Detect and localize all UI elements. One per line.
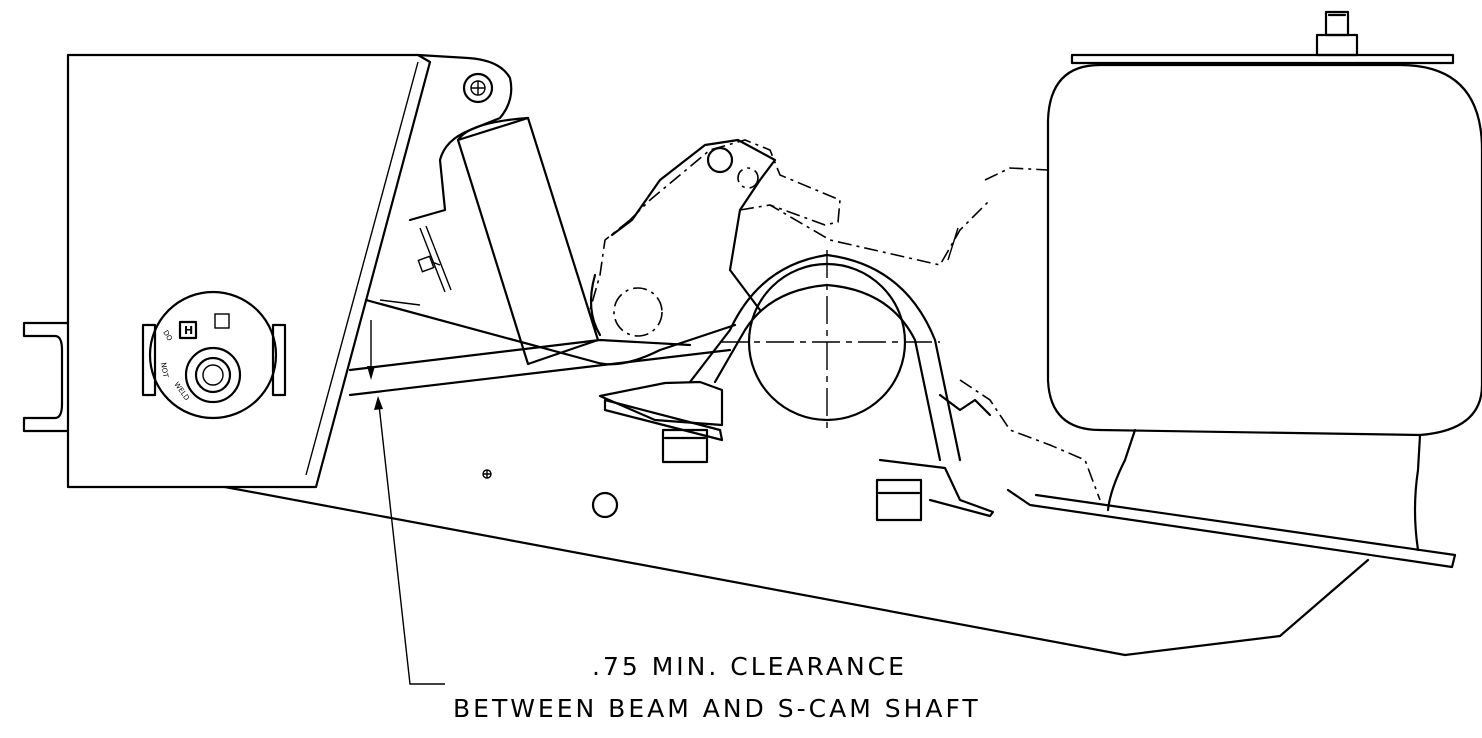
- hanger-mark: H: [184, 324, 193, 337]
- beam-top-and-camshaft: [348, 298, 737, 397]
- trailing-beam: [223, 485, 1457, 657]
- hanger-label-not: NOT: [159, 362, 170, 379]
- clearance-dimension: [367, 320, 445, 685]
- shock-absorber: [417, 116, 600, 366]
- axle-and-ubolts: [598, 250, 995, 522]
- brake-chamber: [589, 138, 991, 337]
- hanger-bracket: H DO NOT WELD: [66, 53, 513, 489]
- frame-rail-stub: [22, 321, 70, 433]
- pedestal-dashed: [938, 167, 1101, 501]
- clearance-note-line2: BETWEEN BEAM AND S-CAM SHAFT: [453, 694, 981, 723]
- beam-holes: [482, 469, 619, 519]
- clearance-note-line1: .75 MIN. CLEARANCE: [592, 652, 907, 681]
- air-spring: [1046, 10, 1482, 552]
